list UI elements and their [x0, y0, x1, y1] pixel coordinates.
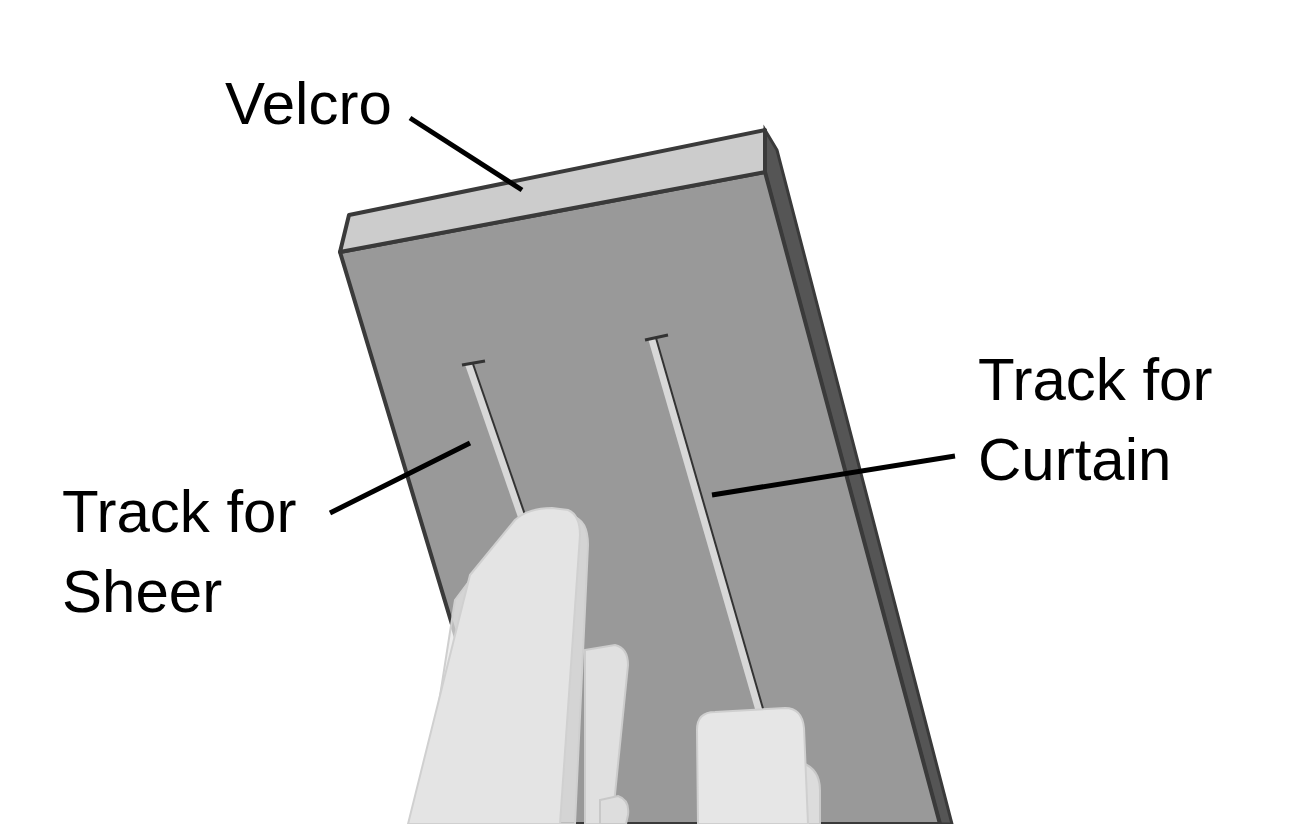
sheer-carrier: [408, 508, 580, 824]
curtain-track: [652, 338, 760, 712]
board-face: [340, 172, 940, 824]
curtain-track-end: [645, 335, 668, 340]
curtain-carrier: [697, 708, 808, 824]
part-label: Track for Curtain: [978, 340, 1278, 500]
sheer-track: [469, 364, 530, 540]
curtain-track-groove: [656, 338, 764, 712]
leader-line: [712, 456, 955, 495]
sheer-carrier-foot: [600, 796, 628, 824]
sheer-track-groove: [473, 364, 533, 538]
sheer-track-end: [462, 361, 485, 365]
velcro-strip: [340, 130, 765, 252]
leader-line: [410, 118, 522, 190]
leader-line: [330, 443, 470, 513]
part-label: Velcro: [225, 64, 485, 144]
part-label: Track for Sheer: [62, 472, 327, 632]
sheer-carrier-tab: [585, 645, 628, 824]
